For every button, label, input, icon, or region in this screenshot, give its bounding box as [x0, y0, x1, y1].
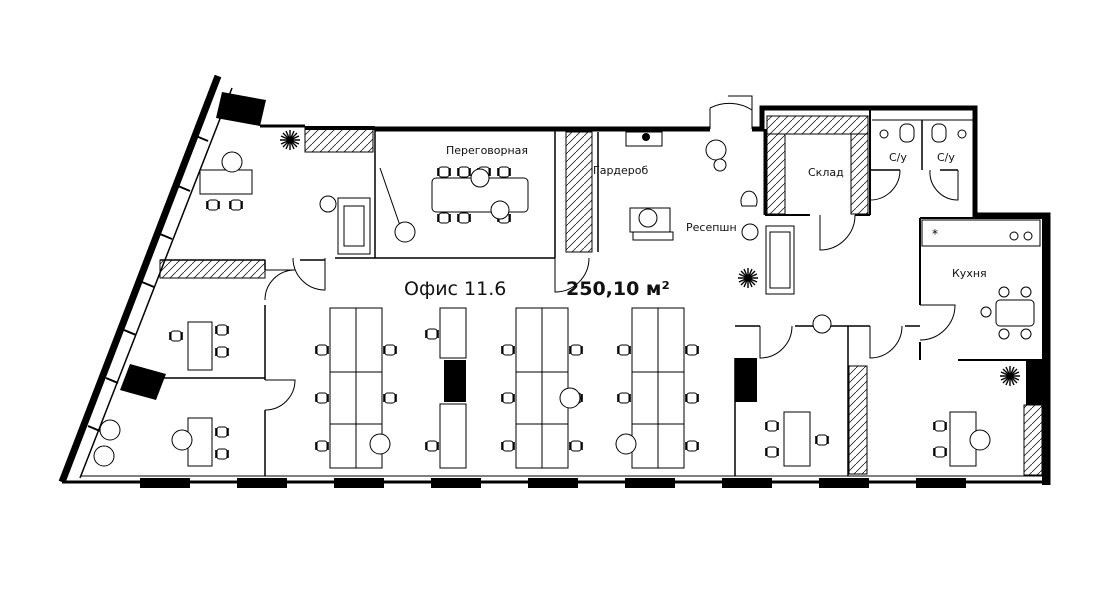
label-wardrobe: Гардероб — [593, 164, 649, 177]
room-labels: Переговорная Гардероб Ресепшн Склад С/у … — [404, 144, 987, 300]
label-wc-right: С/у — [937, 151, 955, 164]
label-kitchen: Кухня — [952, 267, 987, 280]
label-reception: Ресепшн — [686, 221, 737, 234]
office-name: Офис 11.6 — [404, 278, 506, 300]
furniture: * — [93, 123, 1041, 469]
interior-walls — [150, 108, 1043, 476]
outer-walls — [58, 74, 1051, 488]
label-storage: Склад — [808, 166, 844, 179]
svg-text:*: * — [932, 227, 938, 241]
structural-columns — [444, 358, 757, 402]
label-meeting: Переговорная — [446, 144, 528, 157]
desk-cluster-1 — [315, 307, 397, 469]
office-area: 250,10 м² — [566, 278, 670, 300]
desk-cluster-2 — [501, 307, 583, 469]
label-wc-left: С/у — [889, 151, 907, 164]
desk-cluster-3 — [615, 307, 699, 469]
